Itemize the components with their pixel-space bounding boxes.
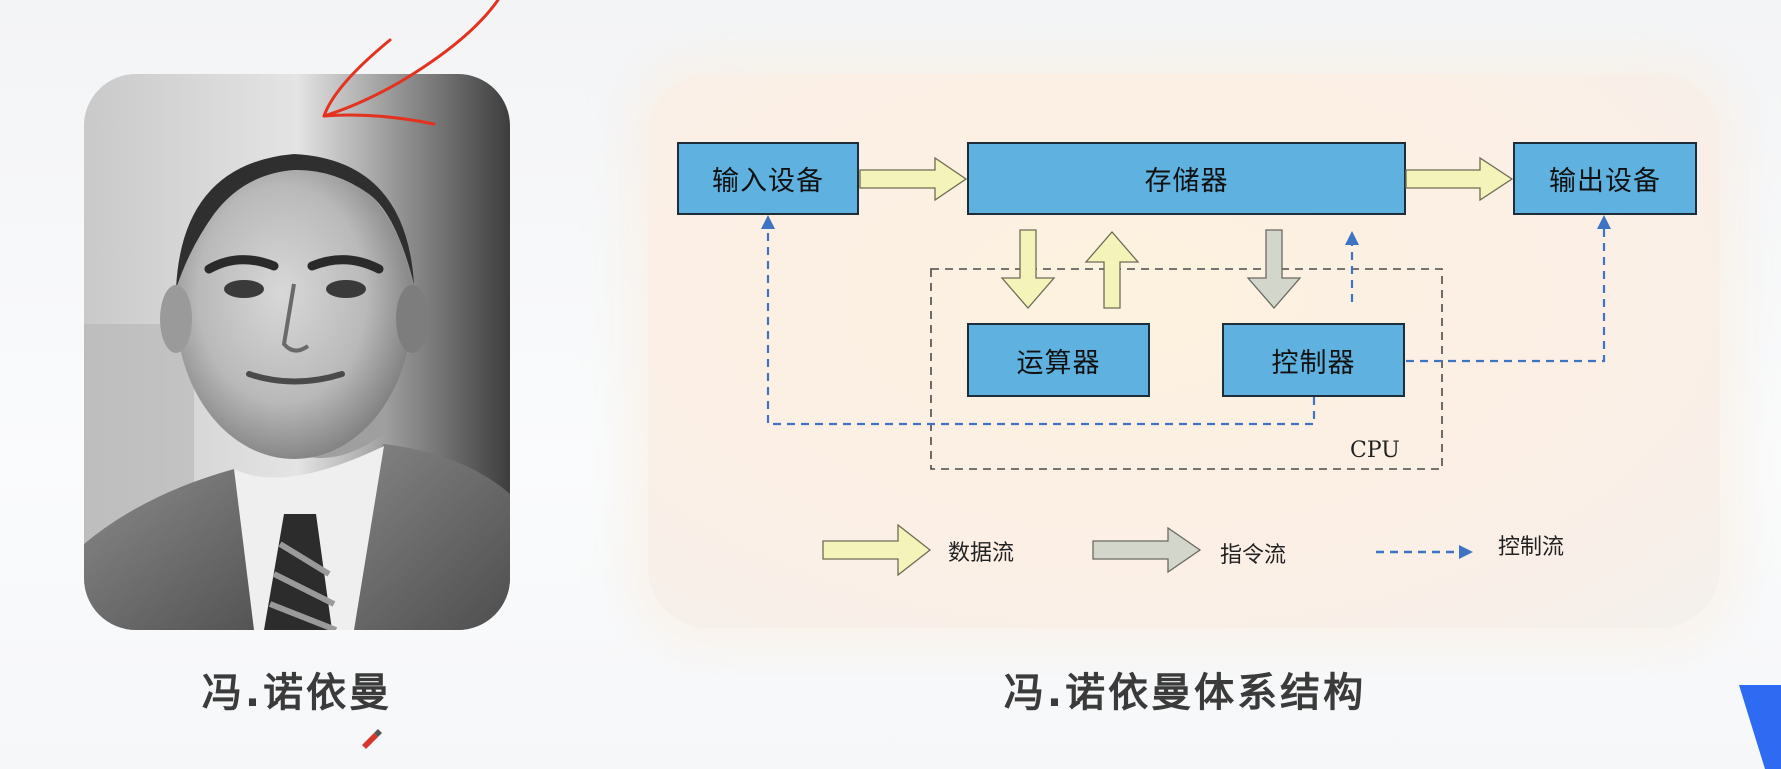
portrait-illustration: [84, 74, 510, 630]
control-unit-box: 控制器: [1222, 323, 1405, 397]
pen-cursor-icon: [362, 729, 382, 749]
portrait-caption: 冯.诺依曼: [201, 670, 393, 716]
corner-accent-shape: [1739, 685, 1781, 769]
alu-box: 运算器: [967, 323, 1150, 397]
cpu-label: CPU: [1350, 438, 1400, 463]
portrait-photo: [84, 74, 510, 630]
legend-instruction-flow-label: 指令流: [1220, 543, 1287, 568]
diagram-caption: 冯.诺依曼体系结构: [1003, 670, 1367, 716]
memory-box: 存储器: [967, 142, 1406, 215]
output-device-box: 输出设备: [1513, 142, 1697, 215]
legend-data-flow-label: 数据流: [948, 541, 1015, 566]
input-device-box: 输入设备: [677, 142, 859, 215]
legend-control-flow-label: 控制流: [1498, 535, 1565, 560]
